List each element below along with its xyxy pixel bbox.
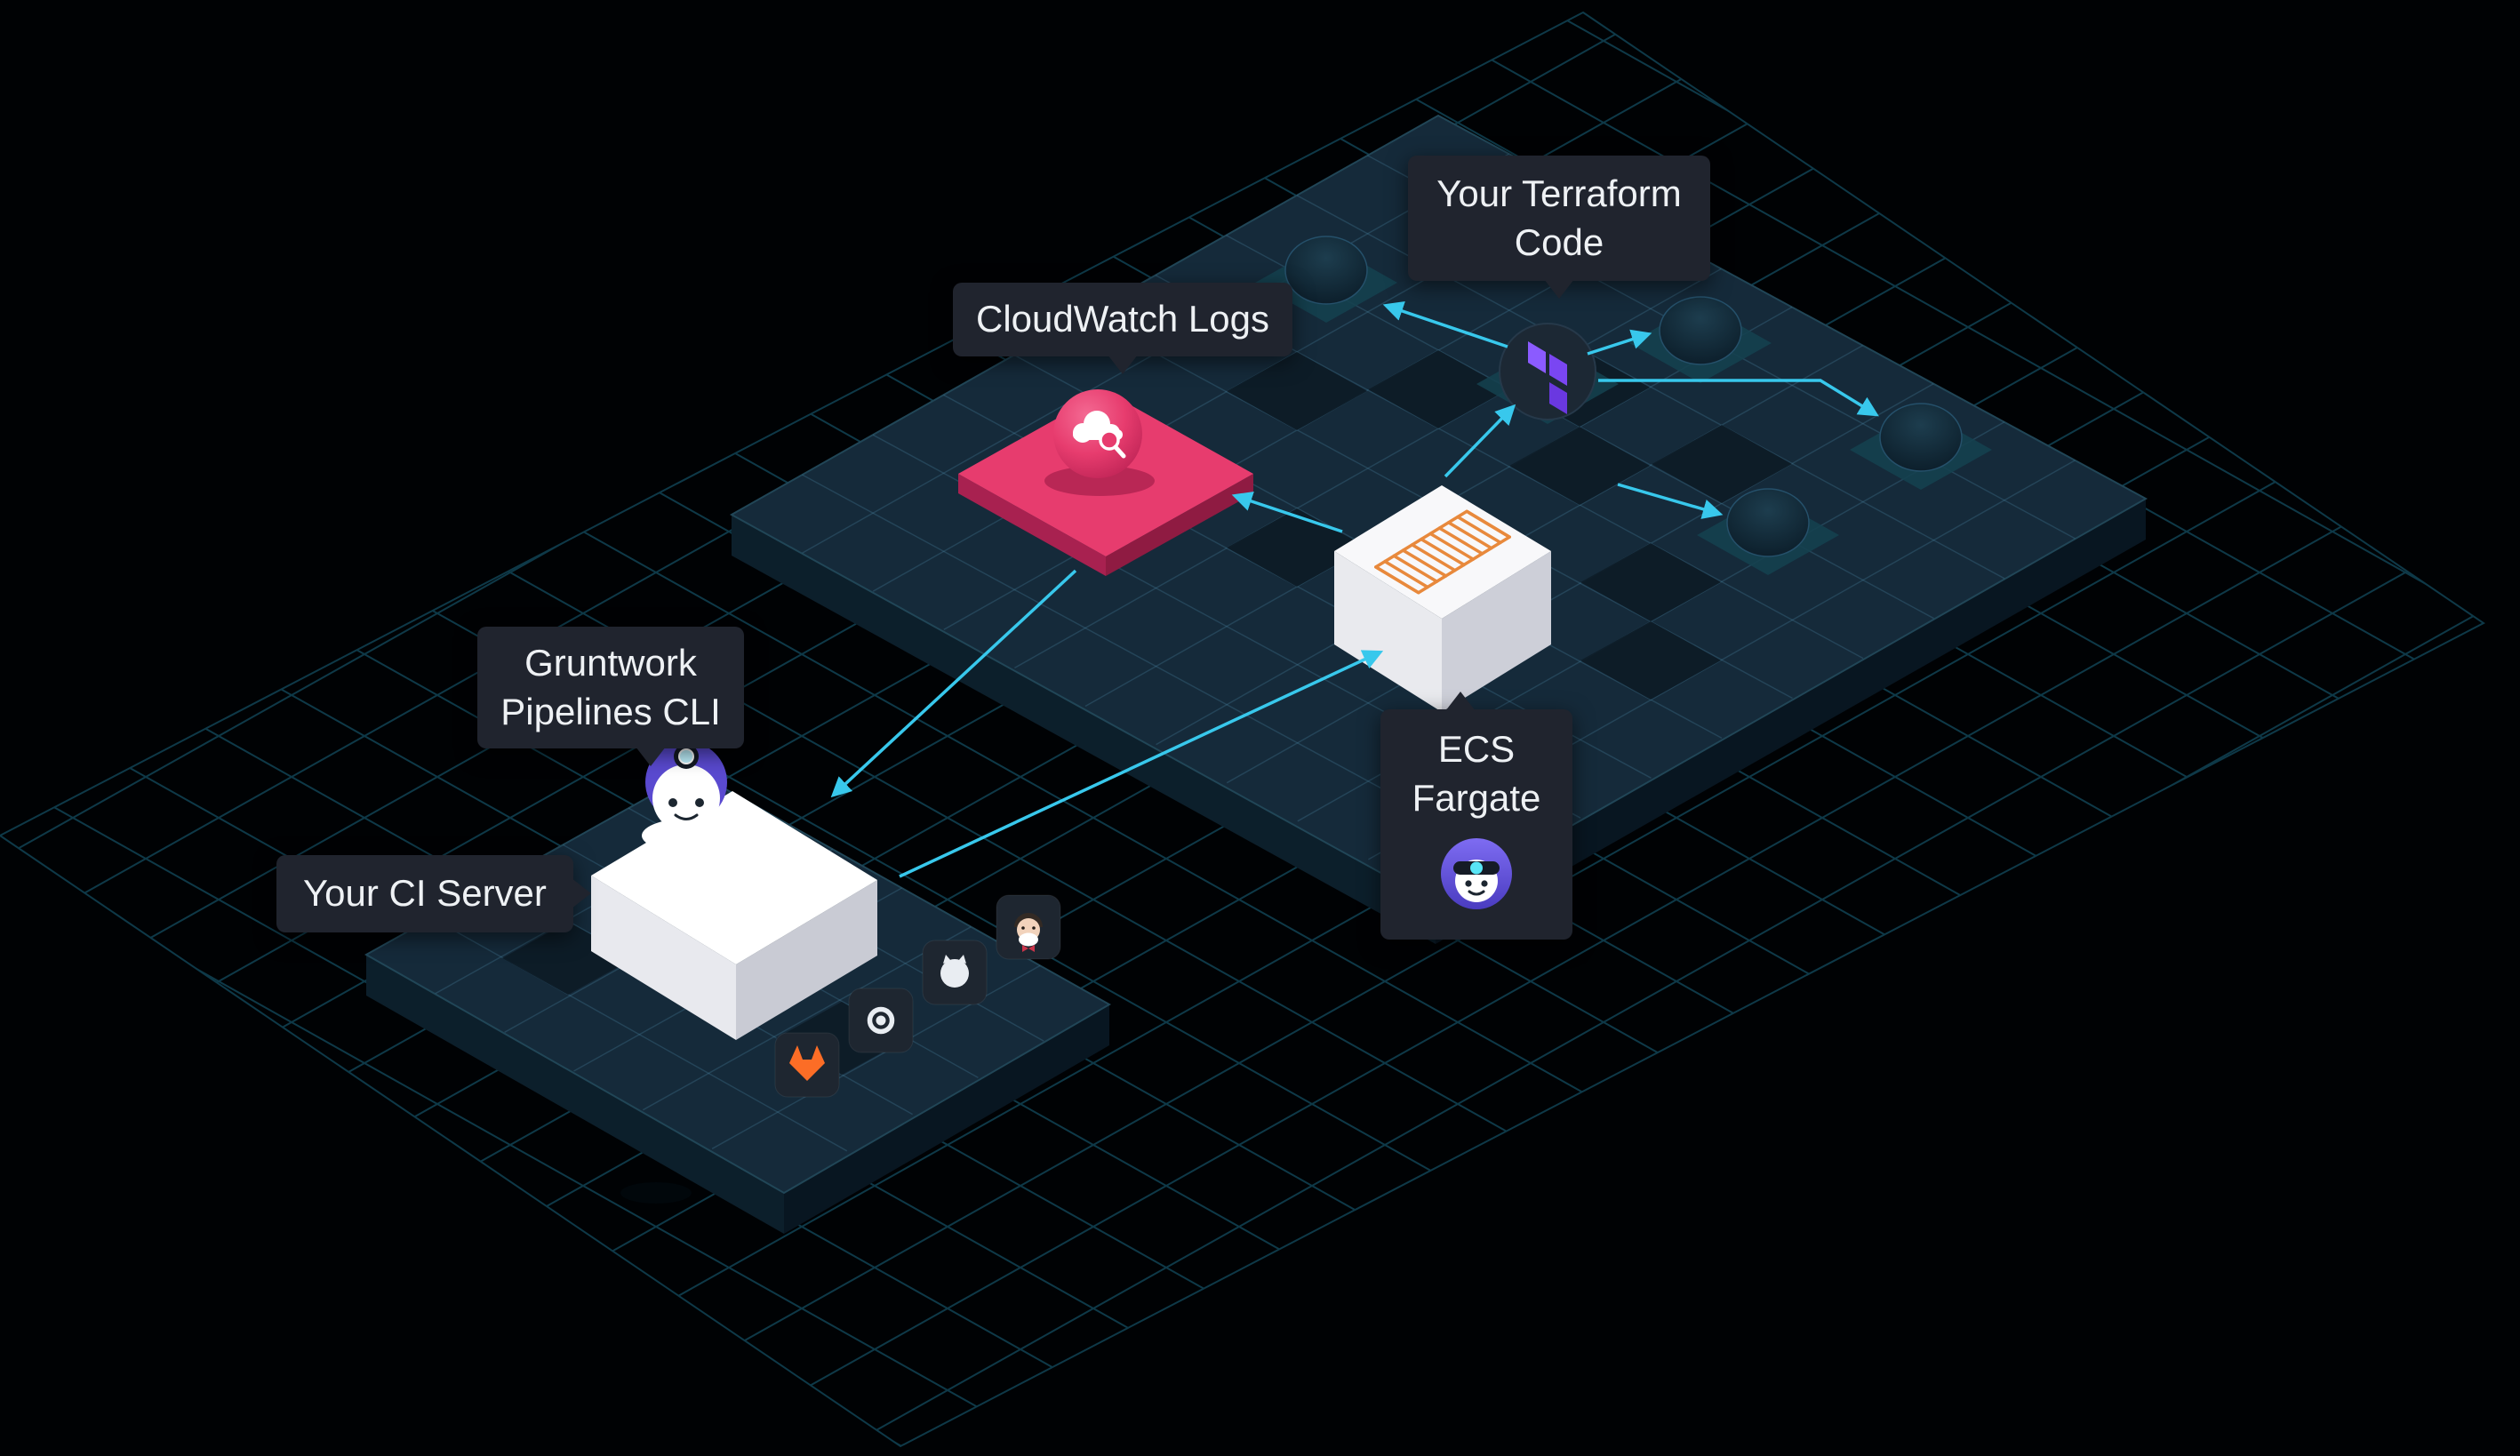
- label-ecs-fargate-text: ECS Fargate: [1412, 728, 1541, 819]
- label-ci-server-text: Your CI Server: [303, 872, 547, 914]
- ecs-task-box: [1334, 485, 1551, 712]
- label-pipelines-cli-text: Gruntwork Pipelines CLI: [500, 642, 721, 732]
- cloudwatch-tile: [958, 389, 1253, 576]
- label-pipelines-cli: Gruntwork Pipelines CLI: [477, 627, 744, 767]
- box-side: [1442, 551, 1551, 712]
- arrow-ecs-to-terraform: [1444, 404, 1516, 478]
- box-side: [1334, 551, 1442, 712]
- label-ecs-fargate: ECS Fargate: [1380, 692, 1572, 940]
- platform-side: [1436, 499, 2146, 944]
- resource-node: [1697, 488, 1839, 575]
- arrow-cloudwatch-to-cli: [830, 569, 1077, 798]
- label-terraform-code-text: Your Terraform Code: [1436, 172, 1682, 263]
- arrow-terraform-to-node1: [1382, 301, 1508, 348]
- github-icon: [922, 940, 988, 1005]
- tile-side: [958, 474, 1106, 576]
- platform-side: [366, 955, 784, 1234]
- container-task-icon: [1374, 509, 1511, 595]
- label-terraform-code: Your Terraform Code: [1408, 156, 1710, 300]
- tile-side: [1106, 474, 1253, 576]
- jenkins-icon: [996, 894, 1061, 960]
- flow-arrows: [830, 301, 1879, 878]
- aws-resource-nodes: [1255, 236, 1992, 575]
- cloudwatch-logs-icon: [1053, 389, 1142, 478]
- arrow-terraform-to-node4: [1617, 483, 1724, 519]
- sphere-shadow: [1044, 466, 1155, 496]
- arrow-terraform-to-node2: [1587, 329, 1652, 356]
- label-cloudwatch-logs-text: CloudWatch Logs: [976, 298, 1269, 340]
- resource-node: [1850, 403, 1992, 490]
- gitlab-icon: [774, 1032, 840, 1098]
- shadow-blob: [620, 1182, 692, 1204]
- label-pointer: [636, 747, 666, 767]
- circleci-icon: [848, 988, 914, 1053]
- label-pointer: [1544, 279, 1574, 300]
- label-pointer: [1445, 692, 1476, 711]
- terraform-icon: [1476, 323, 1619, 424]
- arrow-ecs-to-cloudwatch: [1231, 491, 1343, 533]
- arrow-ci-to-ecs: [899, 650, 1384, 878]
- label-ci-server: Your CI Server: [276, 855, 591, 932]
- arrow-terraform-to-node3: [1598, 379, 1879, 417]
- platform-side: [732, 515, 1436, 944]
- label-cloudwatch-logs: CloudWatch Logs: [953, 283, 1292, 374]
- cube-side: [591, 876, 736, 1040]
- gruntwork-mascot-icon: [642, 741, 745, 853]
- resource-node: [1629, 296, 1772, 383]
- cube-side: [736, 880, 877, 1040]
- label-pointer: [571, 878, 591, 909]
- gruntwork-logo-icon: [1439, 836, 1514, 924]
- platform-side: [784, 1004, 1109, 1234]
- label-pointer: [1107, 354, 1138, 374]
